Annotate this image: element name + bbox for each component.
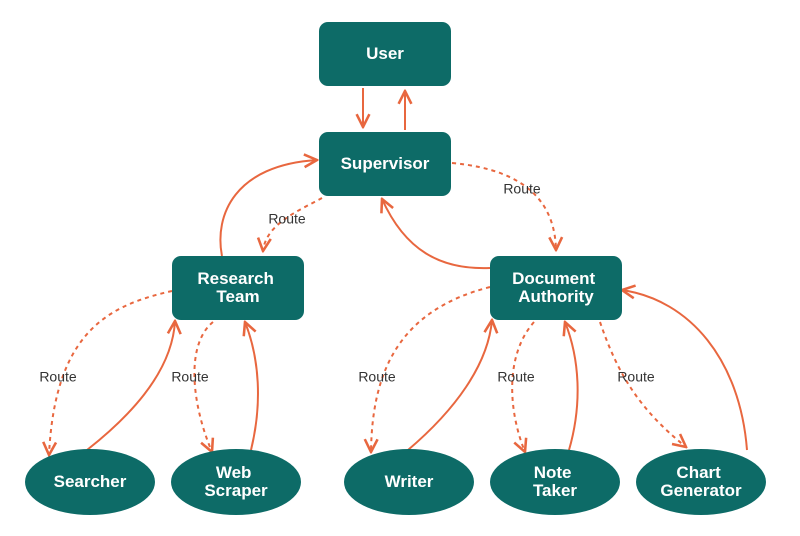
route-labels: Route Route Route Route Route Route Rout… (39, 181, 655, 385)
edge-writer-to-document-authority (407, 320, 492, 451)
node-document-authority-label: Document Authority (512, 269, 600, 306)
node-web-scraper: Web Scraper (171, 449, 301, 515)
node-research-team: Research Team (172, 256, 304, 320)
edge-searcher-to-research-team (86, 321, 175, 451)
nodes: User Supervisor Research Team Document A… (25, 22, 766, 515)
node-chart-generator-label: Chart Generator (660, 463, 742, 500)
edge-supervisor-to-research-team (263, 197, 323, 251)
route-label-supervisor-research-team: Route (268, 211, 306, 227)
edge-document-authority-to-supervisor (382, 199, 491, 270)
node-note-taker-shape (490, 449, 620, 515)
edge-note-taker-to-document-authority (565, 322, 579, 451)
route-label-document-authority-writer: Route (358, 369, 396, 385)
node-chart-generator: Chart Generator (636, 449, 766, 515)
node-web-scraper-label: Web Scraper (204, 463, 268, 500)
edges (49, 88, 748, 455)
node-web-scraper-shape (171, 449, 301, 515)
node-supervisor-shape (319, 132, 451, 196)
node-searcher: Searcher (25, 449, 155, 515)
route-label-supervisor-document-authority: Route (503, 181, 541, 197)
node-supervisor: Supervisor (319, 132, 451, 196)
node-searcher-shape (25, 449, 155, 515)
edge-document-authority-to-chart-generator (599, 321, 686, 447)
node-searcher-label: Searcher (54, 472, 127, 491)
route-label-research-team-web-scraper: Route (171, 369, 209, 385)
node-user: User (319, 22, 451, 86)
node-writer-shape (344, 449, 474, 515)
node-user-shape (319, 22, 451, 86)
node-user-label: User (366, 44, 404, 63)
edge-document-authority-to-writer (371, 286, 491, 452)
node-research-team-label: Research Team (197, 269, 278, 306)
node-document-authority-shape (490, 256, 622, 320)
node-supervisor-label: Supervisor (341, 154, 430, 173)
node-document-authority: Document Authority (490, 256, 622, 320)
route-label-document-authority-note-taker: Route (497, 369, 535, 385)
edge-research-team-to-web-scraper (193, 321, 213, 452)
node-writer-label: Writer (385, 472, 434, 491)
edge-research-team-to-supervisor (219, 160, 317, 257)
route-label-research-team-searcher: Route (39, 369, 77, 385)
edge-chart-generator-to-document-authority (622, 290, 748, 451)
node-research-team-shape (172, 256, 304, 320)
edge-document-authority-to-note-taker (511, 321, 535, 452)
node-chart-generator-shape (636, 449, 766, 515)
edge-web-scraper-to-research-team (245, 322, 259, 451)
edge-supervisor-to-document-authority (451, 162, 556, 250)
node-note-taker-label: Note Taker (533, 463, 577, 500)
route-label-document-authority-chart-generator: Route (617, 369, 655, 385)
node-note-taker: Note Taker (490, 449, 620, 515)
node-writer: Writer (344, 449, 474, 515)
